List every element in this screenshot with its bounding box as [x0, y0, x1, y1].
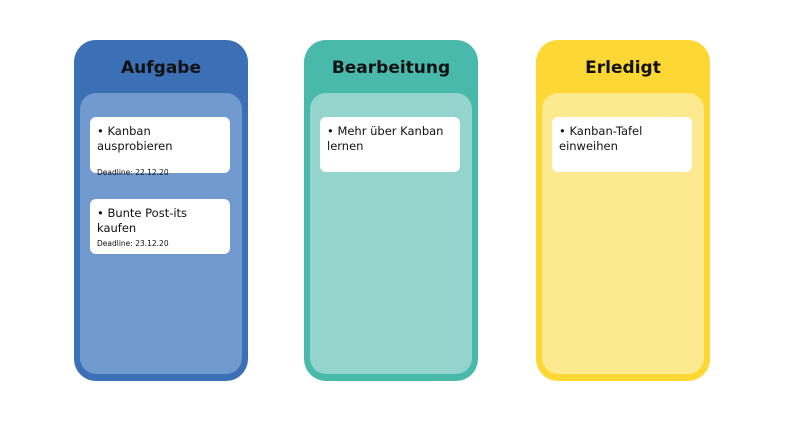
task-title: • Bunte Post-its kaufen: [97, 206, 188, 235]
task-card[interactable]: • Kanban-Tafel einweihen: [552, 117, 692, 172]
task-title: • Mehr über Kanban lernen: [327, 124, 444, 153]
column-title: Erledigt: [585, 58, 661, 78]
column-aufgabe: Aufgabe • Kanban ausprobieren Deadline: …: [74, 40, 248, 381]
task-card[interactable]: • Bunte Post-its kaufen Deadline: 23.12.…: [90, 199, 230, 254]
column-body: • Kanban-Tafel einweihen: [542, 93, 704, 374]
column-body: • Kanban ausprobieren Deadline: 22.12.20…: [80, 93, 242, 374]
task-deadline: Deadline: 22.12.20: [97, 168, 169, 177]
column-body: • Mehr über Kanban lernen: [310, 93, 472, 374]
task-deadline: Deadline: 23.12.20: [97, 239, 169, 248]
task-card[interactable]: • Mehr über Kanban lernen: [320, 117, 460, 172]
task-title: • Kanban ausprobieren: [97, 124, 173, 153]
column-bearbeitung: Bearbeitung • Mehr über Kanban lernen: [304, 40, 478, 381]
task-card[interactable]: • Kanban ausprobieren Deadline: 22.12.20: [90, 117, 230, 177]
column-erledigt: Erledigt • Kanban-Tafel einweihen: [536, 40, 710, 381]
task-title: • Kanban-Tafel einweihen: [559, 124, 643, 153]
column-title: Aufgabe: [121, 58, 201, 78]
column-title: Bearbeitung: [331, 58, 451, 78]
